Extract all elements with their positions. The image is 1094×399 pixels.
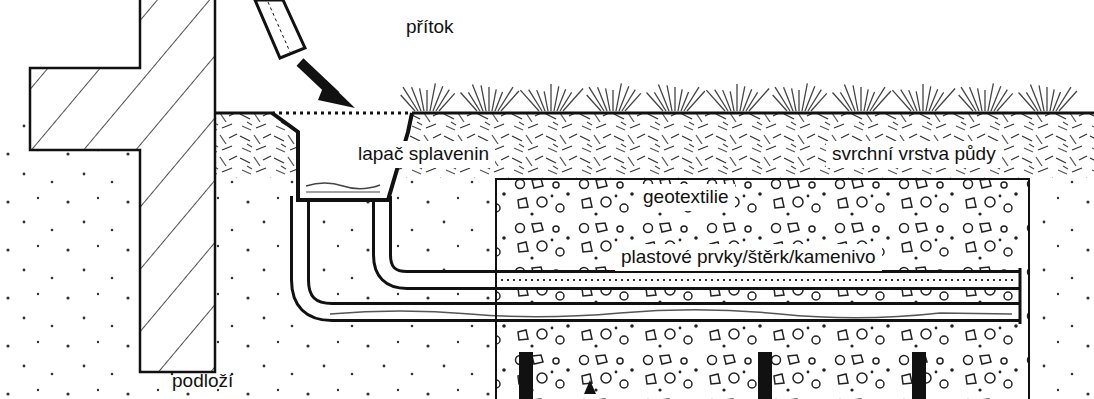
- label: lapač splavenin: [352, 141, 495, 168]
- grass-blade: [674, 87, 675, 111]
- grass-blade: [529, 90, 542, 111]
- grass-blade: [1039, 85, 1044, 111]
- grass-blade: [495, 92, 503, 111]
- grass-blade: [730, 91, 734, 111]
- grass-blade: [916, 91, 920, 111]
- grass-blade: [853, 85, 858, 111]
- grass-blade: [678, 89, 682, 111]
- grass-blade: [426, 90, 427, 111]
- grass-blade: [684, 87, 699, 111]
- grass-blade: [864, 89, 868, 111]
- grass-blade: [867, 92, 875, 111]
- grass-blade: [997, 93, 1013, 111]
- downpipe: [255, 0, 305, 58]
- grass-blade: [840, 92, 852, 111]
- label: svrchní vrstva půdy: [826, 141, 1002, 168]
- label: podloží: [172, 370, 233, 393]
- grass-blade: [870, 87, 885, 111]
- grass-blade: [492, 89, 496, 111]
- grass-blade: [498, 87, 513, 111]
- grass-blade: [909, 90, 917, 111]
- grass-blade: [873, 91, 891, 111]
- ground-surface: [412, 112, 1094, 115]
- grass-blade: [749, 89, 769, 111]
- grass-blade: [625, 93, 641, 111]
- grass-blade: [420, 88, 424, 111]
- grass-blade: [860, 87, 861, 111]
- grass-blade: [488, 87, 489, 111]
- grass-blade: [922, 84, 923, 111]
- ground-surface: [215, 112, 272, 115]
- support-posts: [519, 352, 926, 399]
- grass-blade: [1046, 87, 1047, 111]
- building-wall: [30, 0, 215, 372]
- grass-blade: [612, 90, 613, 111]
- grass-blade: [736, 84, 737, 111]
- grass-blade: [792, 88, 796, 111]
- grass-blade: [681, 92, 689, 111]
- grass-blade: [1059, 91, 1077, 111]
- grass-blade: [544, 91, 548, 111]
- grass-blade: [723, 90, 731, 111]
- grass-blade: [978, 88, 982, 111]
- grass: [401, 83, 1077, 111]
- infiltration-box: geotextilie plastové prvky/štěrk/kamenivo: [495, 178, 1030, 399]
- label: přítok: [406, 16, 454, 39]
- pipes: [300, 196, 1020, 324]
- grass-blade: [1050, 89, 1054, 111]
- grass-blade: [654, 92, 666, 111]
- grass-blade: [984, 90, 985, 111]
- grass-blade: [715, 90, 728, 111]
- grass-blade: [667, 85, 672, 111]
- grass-blade: [1056, 87, 1071, 111]
- grass-blade: [481, 85, 486, 111]
- grass-blade: [1026, 92, 1038, 111]
- grass-blade: [563, 89, 583, 111]
- grass-blade: [687, 91, 705, 111]
- grass-blade: [798, 90, 799, 111]
- grass-blade: [1053, 92, 1061, 111]
- fill-label: plastové prvky/štěrk/kamenivo: [615, 244, 882, 271]
- grass-blade: [606, 88, 610, 111]
- layer-label: geotextilie: [637, 184, 735, 211]
- grass-blade: [537, 90, 545, 111]
- grass-blade: [439, 93, 455, 111]
- grass-blade: [501, 91, 519, 111]
- grass-blade: [935, 89, 955, 111]
- grass-blade: [468, 92, 480, 111]
- grass-blade: [811, 93, 827, 111]
- inflow-arrow: [300, 62, 355, 108]
- grass-blade: [550, 84, 551, 111]
- grass-blade: [901, 90, 914, 111]
- trap-grate: [272, 112, 412, 115]
